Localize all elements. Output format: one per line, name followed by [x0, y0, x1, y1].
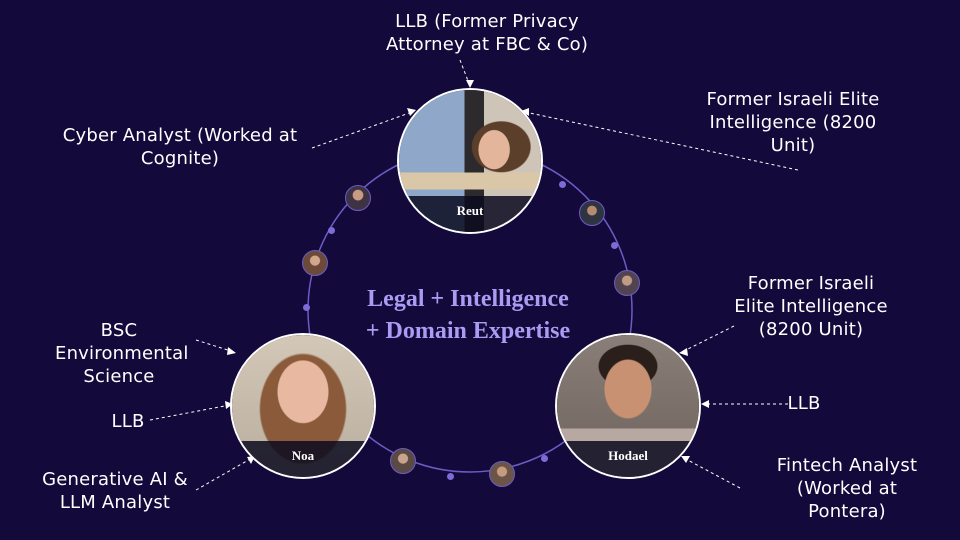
center-title-line2: + Domain Expertise [365, 318, 571, 344]
arrowhead [466, 80, 474, 88]
orbit-dot [328, 227, 335, 234]
connector-noa-bottom [195, 457, 253, 491]
orbit-dot [541, 455, 548, 462]
connector-reut-right [524, 111, 799, 171]
member-name: Noa [232, 441, 374, 477]
center-title-line1: Legal + Intelligence [367, 286, 569, 312]
arrowhead [225, 401, 233, 409]
mini-avatar [489, 461, 515, 487]
connector-hodael-bottom [683, 457, 741, 489]
label-hodael-bottom: Fintech Analyst (Worked at Pontera) [776, 455, 918, 522]
mini-avatar [302, 250, 328, 276]
orbit-dot [559, 181, 566, 188]
orbit-dot [447, 473, 454, 480]
label-hodael-mid: LLB [787, 393, 821, 414]
connector-reut-top [459, 59, 471, 87]
orbit-dot [611, 242, 618, 249]
center-title: Legal + Intelligence + Domain Expertise [318, 283, 618, 347]
mini-avatar [390, 448, 416, 474]
mini-avatar [579, 200, 605, 226]
label-reut-left: Cyber Analyst (Worked at Cognite) [62, 125, 298, 169]
member-card-reut: Reut [397, 88, 543, 234]
member-card-noa: Noa [230, 333, 376, 479]
connector-reut-left [311, 111, 413, 149]
label-reut-right: Former Israeli Elite Intelligence (8200 … [706, 89, 880, 156]
member-name: Hodael [557, 441, 699, 477]
label-reut-top: LLB (Former Privacy Attorney at FBC & Co… [385, 11, 589, 55]
connector-noa-mid [149, 404, 231, 421]
mini-avatar [345, 185, 371, 211]
arrowhead [701, 400, 709, 408]
label-noa-bottom: Generative AI & LLM Analyst [42, 469, 188, 513]
label-noa-mid: LLB [111, 411, 145, 432]
orbit-dot [303, 304, 310, 311]
connector-noa-top [195, 339, 235, 353]
label-hodael-top: Former Israeli Elite Intelligence (8200 … [734, 273, 888, 340]
member-name: Reut [399, 196, 541, 232]
member-card-hodael: Hodael [555, 333, 701, 479]
mini-avatar [614, 270, 640, 296]
label-noa-top: BSC Environmental Science [55, 320, 189, 387]
